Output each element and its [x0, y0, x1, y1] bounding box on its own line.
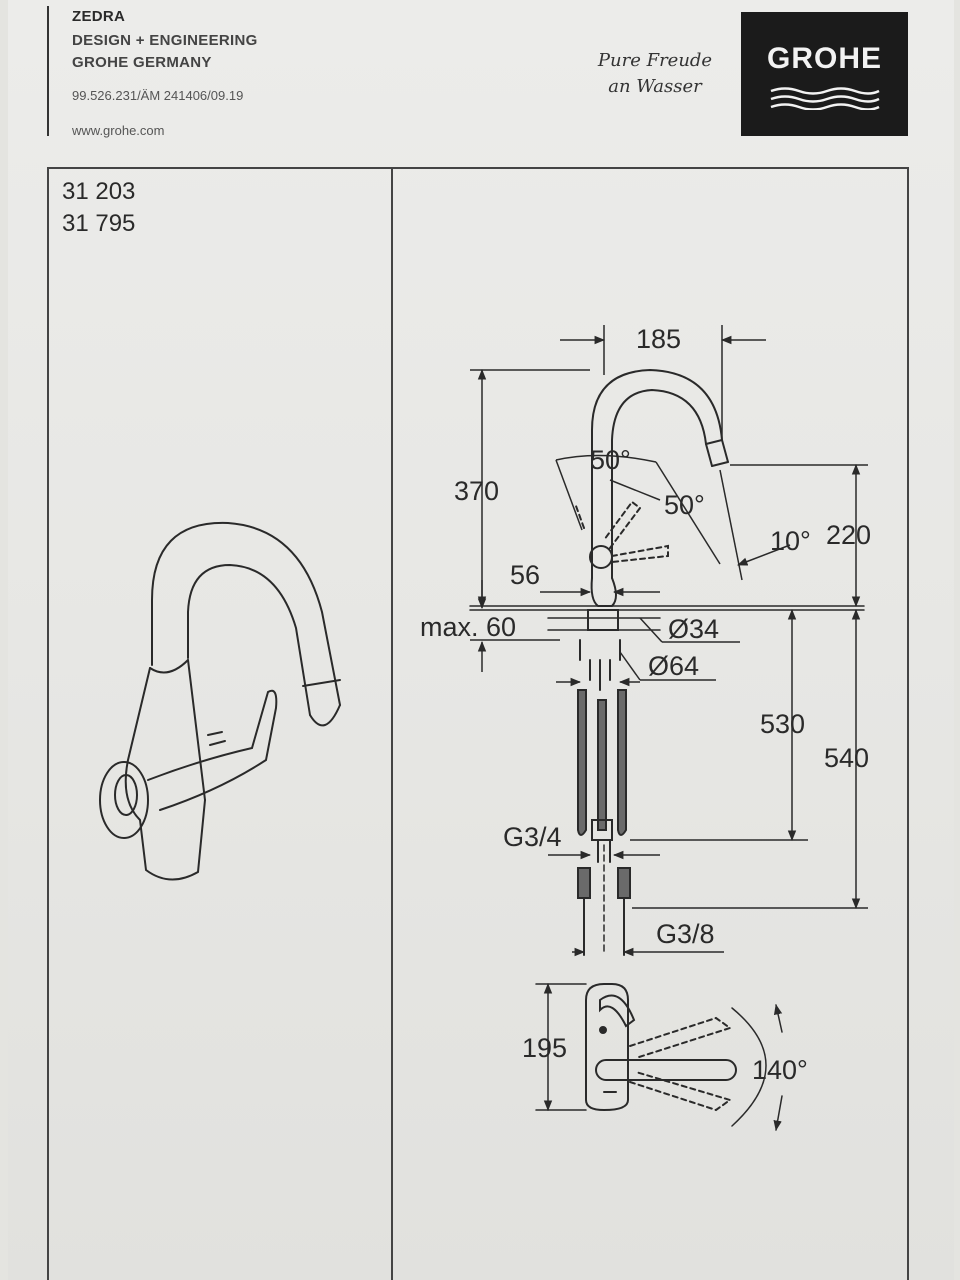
- dimension-530: 530: [760, 709, 806, 739]
- angle-50-side: 50°: [664, 490, 705, 520]
- model-number-1: 31 203: [62, 178, 136, 205]
- thread-g38: G3/8: [656, 919, 715, 949]
- dimension-195: 195: [522, 1033, 568, 1063]
- faucet-front-view: [469, 368, 865, 956]
- header-rule: [47, 6, 49, 136]
- water-waves-icon: [770, 87, 880, 110]
- grohe-logo: GROHE: [741, 12, 908, 136]
- frame-left: [47, 167, 49, 1280]
- website-link: www.grohe.com: [72, 123, 165, 138]
- logo-wordmark: GROHE: [766, 42, 882, 75]
- frame-right: [907, 167, 909, 1280]
- frame-top: [47, 167, 909, 169]
- dimension-185: 185: [636, 324, 682, 354]
- dimension-max-60: max. 60: [420, 612, 517, 642]
- dimension-220: 220: [826, 520, 872, 550]
- angle-50-top: 50°: [590, 445, 631, 475]
- frame-divider: [391, 167, 393, 1280]
- document-number: 99.526.231/ÄM 241406/09.19: [72, 88, 244, 103]
- tagline-line-2: an Wasser: [608, 76, 702, 97]
- header-line-company: GROHE GERMANY: [72, 54, 212, 71]
- diameter-64: Ø64: [648, 651, 700, 681]
- diameter-34: Ø34: [668, 614, 720, 644]
- dimension-56: 56: [510, 560, 541, 590]
- thread-g34: G3/4: [503, 822, 562, 852]
- model-number-2: 31 795: [62, 210, 136, 237]
- header-line-design: DESIGN + ENGINEERING: [72, 32, 258, 49]
- dimension-370: 370: [454, 476, 500, 506]
- dimension-lines: [470, 325, 868, 957]
- tagline: Pure Freude an Wasser: [585, 48, 725, 100]
- angle-140: 140°: [752, 1055, 808, 1085]
- faucet-perspective-sketch: [99, 521, 341, 881]
- product-name: ZEDRA: [72, 8, 126, 25]
- tagline-line-1: Pure Freude: [597, 50, 713, 71]
- faucet-top-view: [535, 982, 783, 1132]
- angle-10: 10°: [770, 526, 811, 556]
- dimension-540: 540: [824, 743, 870, 773]
